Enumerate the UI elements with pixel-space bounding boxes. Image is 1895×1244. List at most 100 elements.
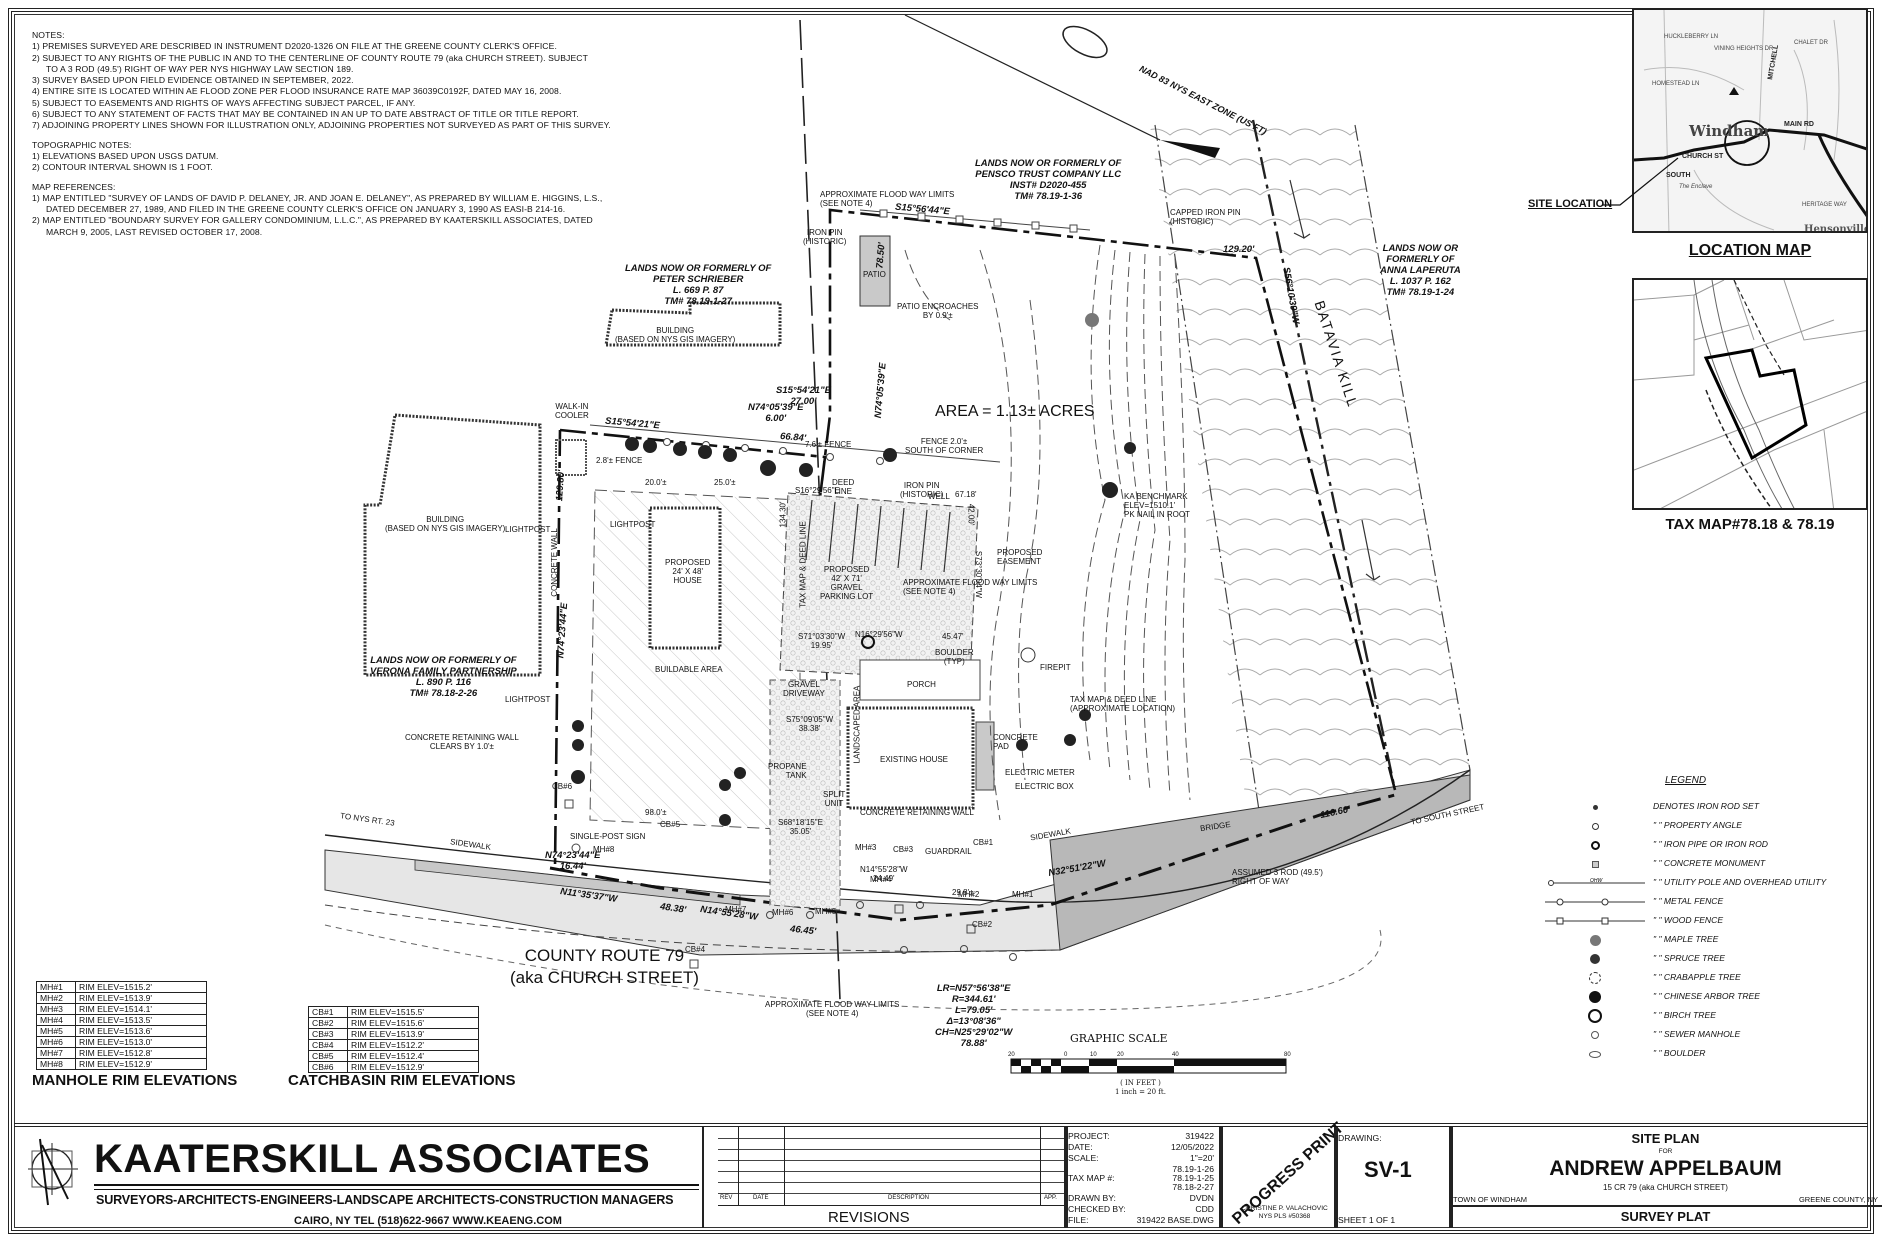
svg-text:CHURCH ST: CHURCH ST xyxy=(1682,153,1724,160)
batavia-kill-creek xyxy=(1150,125,1470,830)
topo-note-2: 2) CONTOUR INTERVAL SHOWN IS 1 FOOT. xyxy=(32,162,213,173)
mh7-tag: MH#7 xyxy=(725,905,747,914)
chinese-arbor-tree xyxy=(1102,482,1118,498)
spruce-tree xyxy=(673,442,687,456)
rev-col-date: DATE xyxy=(753,1195,769,1201)
parking-distance: 67.18' xyxy=(955,490,977,499)
birch-tree-icon xyxy=(1588,1009,1602,1023)
chinese-arbor-tree xyxy=(571,770,585,784)
easement-distance: 45.47' xyxy=(942,632,964,641)
svg-text:CHALET DR: CHALET DR xyxy=(1794,40,1829,46)
single-post-sign-label: SINGLE-POST SIGN xyxy=(570,832,646,841)
svg-text:SOUTH: SOUTH xyxy=(1666,172,1691,179)
road-label: COUNTY ROUTE 79 (aka CHURCH STREET) xyxy=(510,946,699,987)
cb2-tag: CB#2 xyxy=(972,920,993,929)
spruce-tree xyxy=(760,460,776,476)
revisions-title: REVISIONS xyxy=(828,1209,910,1226)
boulder-label: BOULDER(TYP) xyxy=(935,648,974,666)
sheet-number: SHEET 1 OF 1 xyxy=(1338,1215,1396,1225)
buildable-area-label: BUILDABLE AREA xyxy=(655,665,723,674)
verona-building-label: BUILDING(BASED ON NYS GIS IMAGERY) xyxy=(385,515,506,533)
spruce-tree xyxy=(719,779,731,791)
dim-25-label: 25.0'± xyxy=(714,478,736,487)
dim-20-label: 20.0'± xyxy=(645,478,667,487)
legend-item: " " IRON PIPE OR IRON ROD xyxy=(1545,835,1885,855)
company-cell: KAATERSKILL ASSOCIATES SURVEYORS-ARCHITE… xyxy=(14,1127,704,1228)
tax-map xyxy=(1632,278,1868,510)
site-location-label: SITE LOCATION xyxy=(1528,198,1613,210)
neighbor-pensco: LANDS NOW OR FORMERLY OF PENSCO TRUST CO… xyxy=(975,158,1122,202)
curve-data: LR=N57°56'38"E R=344.61' L=79.05' Δ=13°0… xyxy=(935,983,1013,1049)
mh2-tag: MH#2 xyxy=(958,890,980,899)
spruce-tree xyxy=(723,448,737,462)
patio-label: PATIO xyxy=(863,270,886,279)
project-date: 12/05/2022 xyxy=(1170,1142,1214,1152)
spruce-tree xyxy=(1079,709,1091,721)
mh5-tag: MH#5 xyxy=(815,907,837,916)
mh3-tag: MH#3 xyxy=(855,843,877,852)
sheet-border xyxy=(8,8,1874,1234)
compass-logo-icon xyxy=(28,1138,78,1206)
svg-text:MAIN RD: MAIN RD xyxy=(1784,121,1814,128)
note-6: 6) SUBJECT TO ANY STATEMENT OF FACTS THA… xyxy=(32,109,579,120)
distance-patio: 78.50' xyxy=(874,242,888,269)
electric-box-label: ELECTRIC BOX xyxy=(1015,782,1074,791)
spruce-tree xyxy=(572,720,584,732)
company-services: SURVEYORS-ARCHITECTS-ENGINEERS-LANDSCAPE… xyxy=(96,1193,674,1207)
topo-note-1: 1) ELEVATIONS BASED UPON USGS DATUM. xyxy=(32,150,219,161)
site-address: 15 CR 79 (aka CHURCH STREET) xyxy=(1603,1183,1728,1192)
drawing-number-cell: DRAWING: SV-1 SHEET 1 OF 1 xyxy=(1338,1133,1412,1225)
existing-house-label: EXISTING HOUSE xyxy=(880,755,949,764)
porch-label: PORCH xyxy=(907,680,936,689)
distance-top: 129.20' xyxy=(1223,244,1255,255)
patio xyxy=(859,235,891,307)
project-scale: 1"=20' xyxy=(1189,1153,1214,1163)
topo-notes-heading: TOPOGRAPHIC NOTES: xyxy=(32,139,132,150)
cb5-tag: CB#5 xyxy=(660,820,681,829)
graphic-scale-title: GRAPHIC SCALE xyxy=(1070,1032,1168,1045)
iron-pin-label: IRON PIN(HISTORIC) xyxy=(803,228,847,246)
map-ref-1-cont: DATED DECEMBER 27, 1989, AND FILED IN TH… xyxy=(46,204,566,215)
landscaped-area-label: LANDSCAPED AREA xyxy=(852,685,862,764)
firepit-label: FIREPIT xyxy=(1040,663,1071,672)
porch xyxy=(859,659,981,701)
note-3: 3) SURVEY BASED UPON FIELD EVIDENCE OBTA… xyxy=(32,75,354,86)
legend-item: " " CONCRETE MONUMENT xyxy=(1545,854,1885,874)
mh1-tag: MH#1 xyxy=(1012,890,1034,899)
company-underline xyxy=(94,1184,699,1190)
county-name: GREENE COUNTY, NY xyxy=(1798,1195,1878,1204)
cb1-tag: CB#1 xyxy=(973,838,994,847)
mh6-tag: MH#6 xyxy=(772,908,794,917)
schrieber-building xyxy=(604,301,782,347)
bridge xyxy=(1049,774,1471,951)
notes-heading: NOTES: xyxy=(32,30,65,40)
drawing-type: SURVEY PLAT xyxy=(1620,1209,1711,1224)
legend-item: " " METAL FENCE xyxy=(1545,892,1885,912)
legend-item: " " BIRCH TREE xyxy=(1545,1006,1885,1026)
note-4: 4) ENTIRE SITE IS LOCATED WITHIN AE FLOO… xyxy=(32,86,562,97)
cb6-tag: CB#6 xyxy=(552,782,573,791)
map-references-heading: MAP REFERENCES: xyxy=(32,181,116,192)
svg-text:HERITAGE WAY: HERITAGE WAY xyxy=(1802,202,1847,208)
utility-pole-icon: OHW xyxy=(1548,878,1645,886)
gravel-driveway xyxy=(769,679,841,911)
catchbasin-table-title: CATCHBASIN RIM ELEVATIONS xyxy=(288,1072,516,1089)
company-name: KAATERSKILL ASSOCIATES xyxy=(94,1137,651,1181)
deed-distance: 134.30' xyxy=(778,501,788,528)
notes-block: NOTES: 1) PREMISES SURVEYED ARE DESCRIBE… xyxy=(32,30,652,238)
map-ref-2-cont: MARCH 9, 2005, LAST REVISED OCTOBER 17, … xyxy=(46,226,263,237)
legend-item: " " SPRUCE TREE xyxy=(1545,949,1885,969)
